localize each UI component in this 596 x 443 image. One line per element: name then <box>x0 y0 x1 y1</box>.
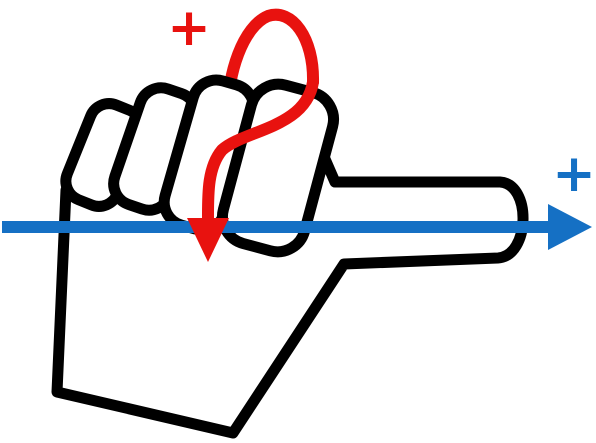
axis-arrowhead <box>548 204 592 250</box>
axis-plus-sign: + <box>549 148 596 200</box>
right-hand-icon <box>57 74 523 433</box>
rotation-plus-sign: + <box>164 2 214 54</box>
